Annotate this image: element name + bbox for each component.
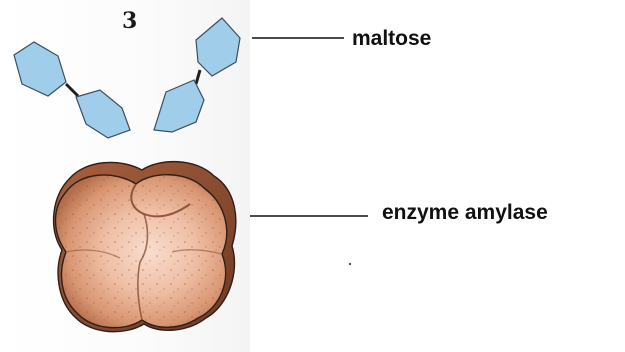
glycosidic-bond-left	[66, 84, 78, 96]
enzyme-amylase-shape	[54, 162, 236, 332]
maltose-right-molecule	[154, 18, 240, 132]
glucose-ring-left-2	[76, 90, 130, 138]
glycosidic-bond-right	[196, 70, 200, 84]
enzyme-amylase-label: enzyme amylase	[382, 201, 548, 225]
glucose-ring-right-1	[196, 18, 240, 76]
enzyme-speckles	[56, 175, 227, 328]
maltose-left-molecule	[14, 42, 130, 138]
maltose-label: maltose	[352, 27, 431, 51]
stray-dot	[349, 263, 351, 265]
glucose-ring-right-2	[154, 80, 204, 132]
panel-number: 3	[122, 8, 137, 34]
glucose-ring-left-1	[14, 42, 66, 96]
